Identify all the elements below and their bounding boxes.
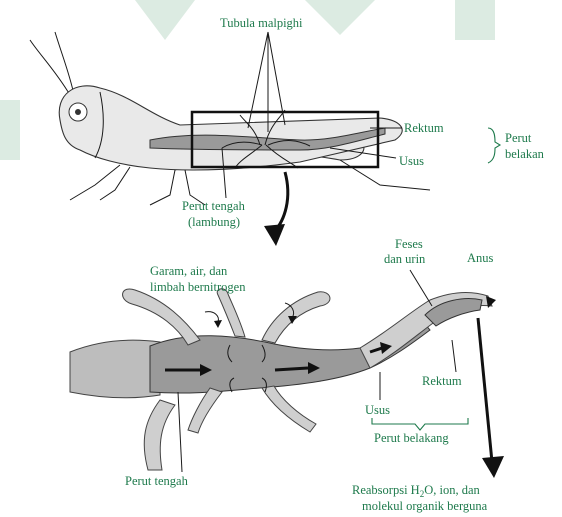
label-rektum-top: Rektum — [404, 121, 444, 135]
label-garam: Garam, air, dan — [150, 264, 228, 278]
label-rektum-bottom: Rektum — [422, 374, 462, 388]
grasshopper-illustration — [30, 32, 430, 246]
label-lambung-top: (lambung) — [188, 215, 240, 229]
label-limbah: limbah bernitrogen — [150, 280, 246, 294]
label-tubula-malpighi: Tubula malpighi — [220, 16, 303, 30]
top-hindgut-bracket — [488, 128, 500, 163]
label-perut-belakang: Perut belakang — [374, 431, 449, 445]
label-belakan-top: belakan — [505, 147, 545, 161]
label-reabsorpsi-line1: Reabsorpsi H2O, ion, dan — [352, 483, 481, 499]
label-anus: Anus — [467, 251, 494, 265]
label-usus-top: Usus — [399, 154, 424, 168]
label-perut-top: Perut — [505, 131, 532, 145]
zoom-arrow-head — [264, 224, 285, 246]
label-perut-tengah-top: Perut tengah — [182, 199, 246, 213]
top-leader-lines — [222, 32, 402, 198]
label-dan-urin: dan urin — [384, 252, 426, 266]
label-reabsorpsi-line2: molekul organik berguna — [362, 499, 488, 513]
label-perut-tengah-bottom: Perut tengah — [125, 474, 189, 488]
bottom-hindgut-bracket — [372, 418, 468, 430]
reabsorption-arrow-head — [482, 456, 504, 478]
label-feses: Feses — [395, 237, 423, 251]
reabsorption-arrow-shaft — [478, 318, 492, 462]
label-usus-bottom: Usus — [365, 403, 390, 417]
